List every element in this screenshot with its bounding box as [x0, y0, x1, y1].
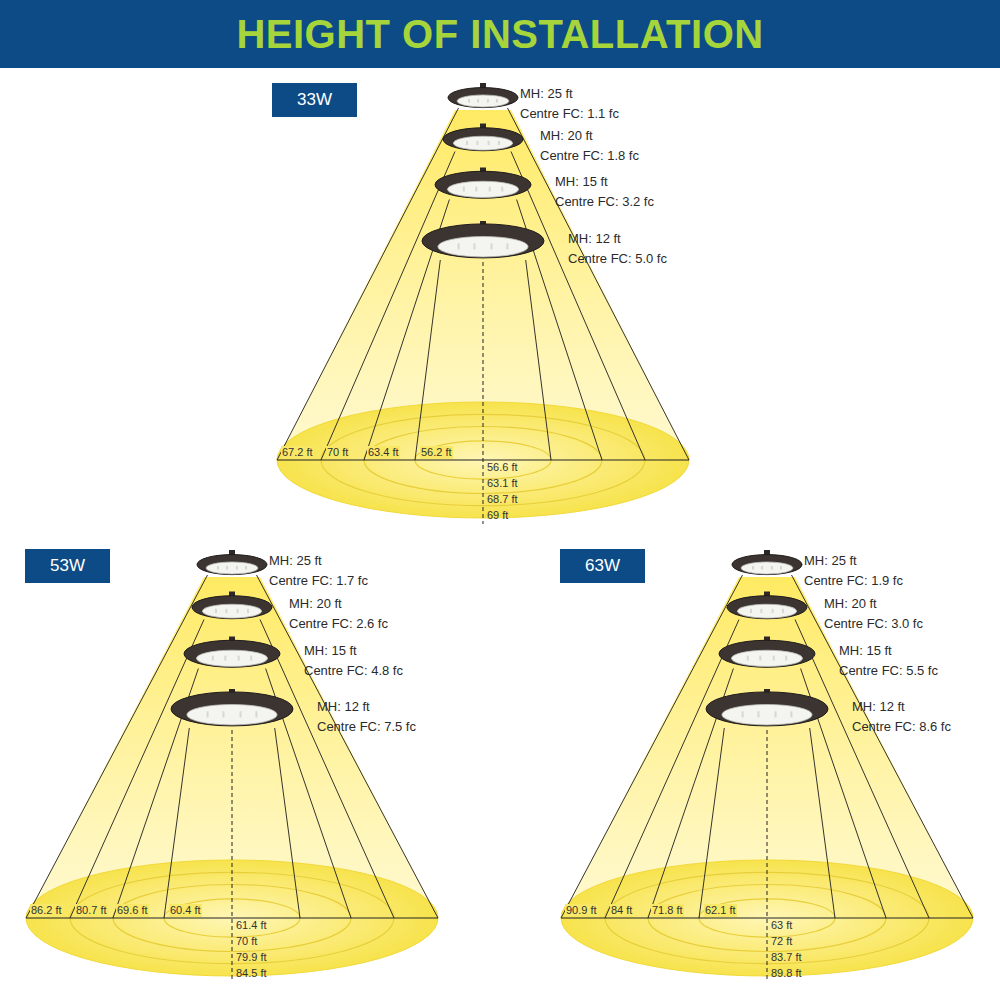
centre-footcandle: Centre FC: 5.5 fc	[839, 664, 938, 679]
beam-edge-line	[699, 728, 724, 918]
beam-diameter: 71.8 ft	[651, 904, 684, 917]
beam-edge-line	[810, 728, 835, 918]
high-bay-lamp	[732, 550, 802, 575]
centre-footcandle: Centre FC: 2.6 fc	[289, 617, 388, 632]
beam-edge-line	[415, 260, 440, 460]
beam-diameter-axis: 56.6 ft	[486, 461, 519, 474]
beam-diameter-axis: 79.9 ft	[235, 951, 268, 964]
title: HEIGHT OF INSTALLATION	[236, 12, 763, 57]
centre-footcandle: Centre FC: 8.6 fc	[852, 720, 951, 735]
beam-diameter: 62.1 ft	[704, 904, 737, 917]
mounting-height: MH: 12 ft	[317, 700, 370, 715]
mounting-height: MH: 15 ft	[304, 644, 357, 659]
mounting-height: MH: 25 ft	[269, 554, 322, 569]
high-bay-lamp	[171, 689, 293, 726]
beam-edge-line	[164, 728, 189, 918]
beam-edge-line	[275, 728, 300, 918]
mounting-height: MH: 12 ft	[852, 700, 905, 715]
wattage-label: 63W	[575, 556, 630, 576]
mounting-height: MH: 15 ft	[839, 644, 892, 659]
mounting-height: MH: 12 ft	[568, 232, 621, 247]
high-bay-lamp	[706, 689, 828, 726]
high-bay-lamp	[727, 592, 807, 619]
light-cone-figure	[277, 83, 689, 524]
centre-footcandle: Centre FC: 1.9 fc	[804, 574, 903, 589]
beam-edge-line	[70, 620, 204, 919]
beam-diameter-axis: 63 ft	[770, 919, 793, 932]
beam-diameter: 63.4 ft	[367, 446, 400, 459]
wattage-badge: 33W	[272, 83, 357, 117]
beam-diameter: 84 ft	[610, 904, 633, 917]
centre-footcandle: Centre FC: 1.1 fc	[520, 107, 619, 122]
beam-diameter-axis: 69 ft	[486, 509, 509, 522]
beam-edge-line	[257, 575, 439, 918]
centre-footcandle: Centre FC: 7.5 fc	[317, 720, 416, 735]
beam-diameter-axis: 61.4 ft	[235, 919, 268, 932]
high-bay-lamp	[184, 637, 280, 668]
beam-diameter-axis: 68.7 ft	[486, 493, 519, 506]
high-bay-lamp	[448, 83, 518, 108]
beam-edge-line	[277, 108, 459, 460]
mounting-height: MH: 25 ft	[520, 87, 573, 102]
center-line	[483, 262, 484, 524]
beam-edge-line	[321, 152, 455, 461]
diameter-line	[26, 918, 438, 919]
high-bay-lamp	[422, 221, 544, 258]
centre-footcandle: Centre FC: 1.7 fc	[269, 574, 368, 589]
centre-footcandle: Centre FC: 5.0 fc	[568, 252, 667, 267]
beam-diameter-axis: 84.5 ft	[235, 967, 268, 980]
beam-edge-line	[26, 575, 208, 918]
mounting-height: MH: 15 ft	[555, 175, 608, 190]
beam-edge-line	[561, 575, 743, 918]
beam-edge-line	[792, 575, 974, 918]
beam-diameter-axis: 83.7 ft	[770, 951, 803, 964]
high-bay-lamp	[435, 168, 531, 199]
center-line	[232, 730, 233, 982]
beam-diameter: 56.2 ft	[420, 446, 453, 459]
centre-footcandle: Centre FC: 4.8 fc	[304, 664, 403, 679]
diameter-line	[561, 918, 973, 919]
mounting-height: MH: 20 ft	[824, 597, 877, 612]
mounting-height: MH: 25 ft	[804, 554, 857, 569]
mounting-height: MH: 20 ft	[289, 597, 342, 612]
beam-diameter-axis: 89.8 ft	[770, 967, 803, 980]
high-bay-lamp	[192, 592, 272, 619]
beam-diameter: 90.9 ft	[565, 904, 598, 917]
wattage-label: 53W	[40, 556, 95, 576]
high-bay-lamp	[719, 637, 815, 668]
beam-diameter-axis: 72 ft	[770, 935, 793, 948]
beam-diameter: 80.7 ft	[75, 904, 108, 917]
beam-diameter: 86.2 ft	[30, 904, 63, 917]
centre-footcandle: Centre FC: 3.2 fc	[555, 195, 654, 210]
mounting-height: MH: 20 ft	[540, 129, 593, 144]
center-line	[767, 730, 768, 982]
high-bay-lamp	[443, 124, 523, 151]
wattage-label: 33W	[287, 90, 342, 110]
beam-diameter-axis: 63.1 ft	[486, 477, 519, 490]
beam-diameter: 67.2 ft	[281, 446, 314, 459]
high-bay-lamp	[197, 550, 267, 575]
beam-edge-line	[526, 260, 551, 460]
beam-edge-line	[605, 620, 739, 919]
centre-footcandle: Centre FC: 3.0 fc	[824, 617, 923, 632]
wattage-badge: 53W	[25, 549, 110, 583]
beam-diameter: 60.4 ft	[169, 904, 202, 917]
beam-edge-line	[508, 108, 690, 460]
title-band: HEIGHT OF INSTALLATION	[0, 0, 1000, 68]
beam-diameter: 69.6 ft	[116, 904, 149, 917]
wattage-badge: 63W	[560, 549, 645, 583]
light-cone-figure	[26, 550, 438, 982]
light-cone-figure	[561, 550, 973, 982]
beam-diameter-axis: 70 ft	[235, 935, 258, 948]
beam-diameter: 70 ft	[326, 446, 349, 459]
centre-footcandle: Centre FC: 1.8 fc	[540, 149, 639, 164]
